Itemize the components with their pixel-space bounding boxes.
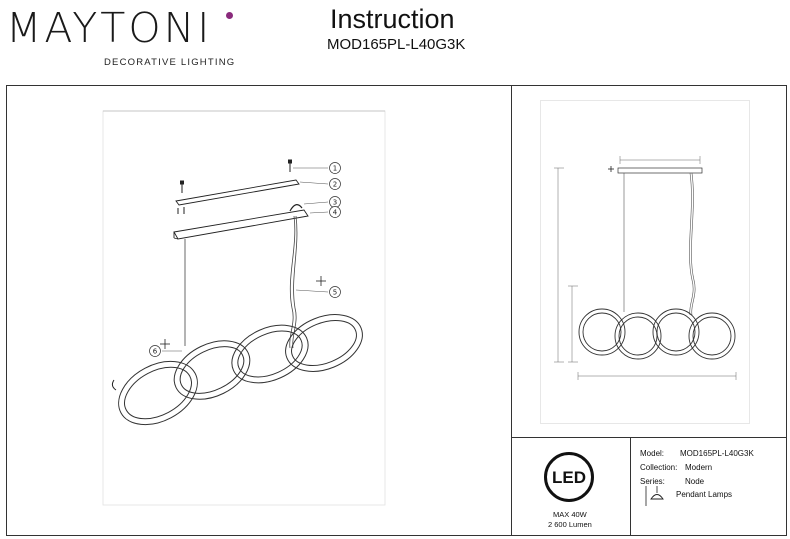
collection-value: Modern — [685, 463, 713, 472]
callout-4: 4 — [333, 209, 338, 217]
frame-divider-horizontal — [511, 437, 787, 438]
callout-3: 3 — [333, 199, 337, 207]
page-title: Instruction — [330, 4, 455, 34]
pendant-lamp-icon — [645, 486, 664, 506]
brand-logo: MAYTONI — [6, 6, 238, 50]
led-lumen: 2 600 Lumen — [548, 520, 592, 529]
brand-dot-icon — [226, 12, 233, 19]
callout-5: 5 — [333, 289, 337, 297]
led-power: MAX 40W — [553, 510, 587, 519]
series-value: Node — [685, 477, 705, 486]
callout-6: 6 — [153, 348, 158, 356]
model-value: MOD165PL-L40G3K — [680, 449, 754, 458]
model-number: MOD165PL-L40G3K — [327, 36, 466, 53]
frame-divider-vertical — [511, 85, 512, 536]
model-label: Model: — [640, 449, 665, 458]
frame-divider-info — [630, 437, 631, 536]
brand-tagline: DECORATIVE LIGHTING — [104, 57, 236, 68]
dimension-drawing — [540, 100, 750, 424]
collection-label: Collection: — [640, 463, 678, 472]
callout-2: 2 — [333, 181, 337, 189]
instruction-frame — [6, 85, 787, 536]
series-label: Series: — [640, 477, 665, 486]
led-badge-text: LED — [552, 468, 586, 487]
brand-name: MAYTONI — [6, 4, 213, 52]
assembly-drawing: 1 2 3 4 5 6 — [102, 110, 386, 506]
callout-1: 1 — [333, 165, 337, 173]
led-icon: LED — [544, 452, 594, 502]
lamp-type: Pendant Lamps — [676, 490, 733, 499]
